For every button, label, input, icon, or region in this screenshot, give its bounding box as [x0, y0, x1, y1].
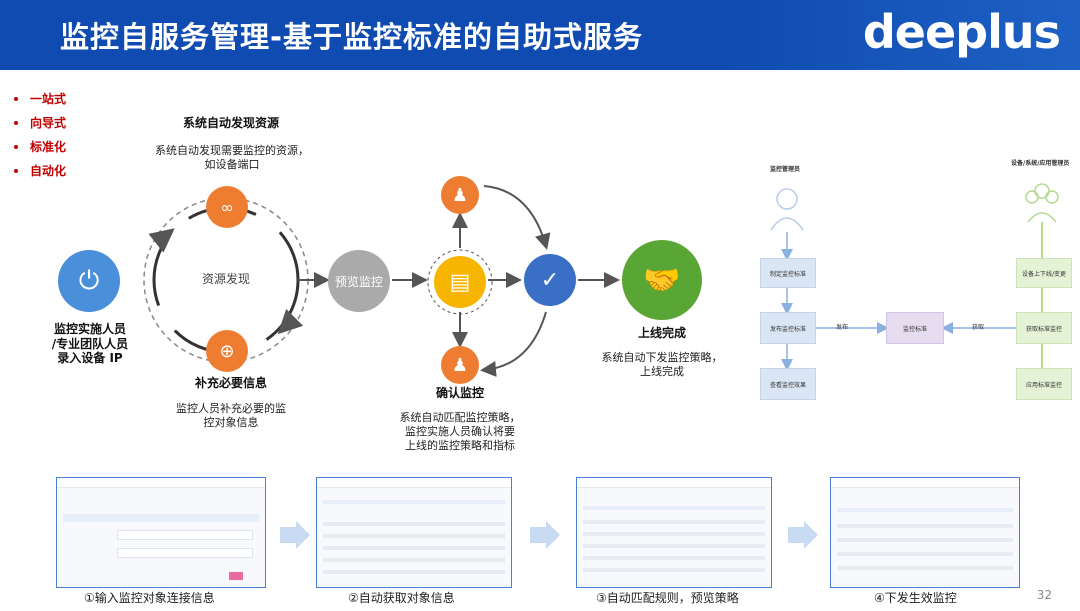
binoculars-icon: ∞ — [206, 186, 248, 228]
screenshot-step4 — [830, 477, 1020, 588]
done-desc-line1: 系统自动下发监控策略， — [601, 351, 723, 364]
handshake-icon: 🤝 — [622, 240, 702, 320]
discover-desc-line2: 如设备端口 — [204, 158, 260, 171]
page-title: 监控自服务管理-基于监控标准的自助式服务 — [60, 20, 644, 54]
confirm-desc-line1: 系统自动匹配监控策略， — [399, 411, 521, 424]
step-fetch-standard: 获取标准监控 — [1016, 312, 1072, 344]
confirm-title: 确认监控 — [435, 386, 484, 400]
screenshot-step3 — [576, 477, 772, 588]
step-apply-standard: 应用标准监控 — [1016, 368, 1072, 400]
arrow-icon — [296, 521, 310, 549]
step-device-change: 设备上下线/变更 — [1016, 258, 1072, 288]
done-desc-line2: 上线完成 — [640, 365, 684, 378]
page-number: 32 — [1036, 588, 1052, 602]
user-icon-bottom: ♟ — [441, 346, 479, 384]
step-view-effect: 查看监控效果 — [760, 368, 816, 400]
confirm-desc-line3: 上线的监控策略和指标 — [405, 439, 515, 452]
caption-step4: ④下发生效监控 — [874, 591, 957, 605]
fetch-label: 获取 — [972, 324, 985, 331]
globe-icon: ⊕ — [206, 330, 248, 372]
ring-label: 资源发现 — [201, 272, 250, 286]
publish-label: 发布 — [836, 324, 849, 331]
step-define-standard: 制定监控标准 — [760, 258, 816, 288]
header-gradient — [720, 0, 1080, 70]
right-role-label: 设备/系统/应用管理员 — [1011, 160, 1070, 167]
deeplus-logo: deeplus — [862, 5, 1061, 59]
arrow-icon — [280, 527, 296, 543]
feature-item: 向导式 — [14, 116, 66, 140]
header-banner: 监控自服务管理-基于监控标准的自助式服务 deeplus — [0, 0, 1080, 70]
flow-connectors — [143, 183, 1059, 377]
start-label-line1: 监控实施人员 — [53, 322, 126, 336]
caption-step3: ③自动匹配规则，预览策略 — [596, 591, 739, 605]
supplement-desc-line2: 控对象信息 — [203, 416, 259, 429]
center-standard-node: 监控标准 — [886, 312, 944, 344]
arrow-icon — [788, 527, 804, 543]
feature-item: 自动化 — [14, 164, 66, 188]
screenshot-step2 — [316, 477, 512, 588]
left-role-label: 监控管理员 — [770, 166, 801, 173]
feature-item: 一站式 — [14, 92, 66, 116]
confirm-desc-line2: 监控实施人员确认将要 — [405, 425, 515, 438]
feature-item: 标准化 — [14, 140, 66, 164]
preview-label: 预览监控 — [334, 274, 383, 289]
power-icon: ⏻ — [58, 250, 120, 312]
supplement-title: 补充必要信息 — [194, 376, 267, 390]
arrow-icon — [546, 521, 560, 549]
arrow-icon — [804, 521, 818, 549]
discover-desc-line1: 系统自动发现需要监控的资源， — [155, 144, 309, 157]
check-icon: ✓ — [524, 254, 576, 306]
start-label-line2: /专业团队人员 — [51, 337, 129, 351]
supplement-desc-line1: 监控人员补充必要的监 — [176, 402, 286, 415]
arrow-icon — [530, 527, 546, 543]
start-label-line3: 录入设备 IP — [57, 351, 123, 365]
discover-title: 系统自动发现资源 — [182, 116, 279, 130]
screenshot-step1 — [56, 477, 266, 588]
clipboard-icon: ▤ — [434, 256, 486, 308]
step-publish-standard: 发布监控标准 — [760, 312, 816, 344]
caption-step2: ②自动获取对象信息 — [348, 591, 455, 605]
done-title: 上线完成 — [637, 326, 686, 340]
caption-step1: ①输入监控对象连接信息 — [84, 591, 215, 605]
preview-step: 预览监控 — [328, 250, 390, 312]
feature-list: 一站式 向导式 标准化 自动化 — [14, 92, 66, 188]
user-icon-top: ♟ — [441, 176, 479, 214]
